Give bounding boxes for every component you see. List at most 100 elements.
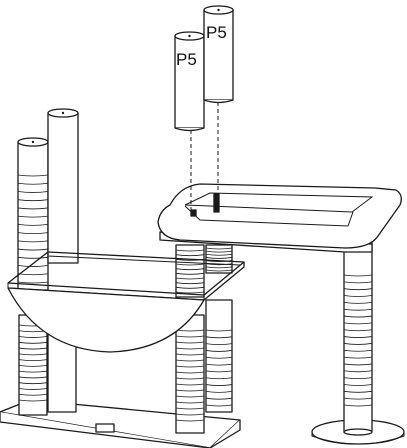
sisal-ring	[17, 223, 49, 226]
sisal-ring	[175, 272, 205, 275]
sisal-ring	[175, 419, 205, 422]
sisal-ring	[175, 395, 205, 398]
sisal-ring	[343, 274, 373, 277]
sisal-ring	[18, 393, 48, 396]
sisal-ring	[175, 282, 205, 285]
sisal-ring	[343, 343, 373, 345]
sisal-ring	[17, 232, 49, 235]
sisal-ring	[343, 377, 373, 380]
sisal-ring	[175, 263, 205, 266]
sisal-ring	[343, 363, 373, 366]
sisal-ring	[205, 269, 233, 272]
sisal-ring	[205, 253, 233, 256]
right-stand-post-sisal	[343, 274, 373, 407]
sisal-ring	[343, 288, 373, 291]
sisal-ring	[205, 404, 233, 407]
sisal-ring	[175, 389, 205, 392]
sisal-ring	[18, 399, 48, 402]
sisal-ring	[175, 277, 205, 280]
left-tall-post	[17, 137, 49, 291]
sisal-ring	[205, 363, 233, 366]
sisal-ring	[175, 365, 205, 368]
sisal-ring	[343, 315, 373, 318]
sisal-ring	[17, 248, 49, 251]
sisal-ring	[17, 174, 49, 177]
sisal-ring	[18, 347, 48, 350]
sisal-ring	[205, 377, 233, 380]
sisal-ring	[205, 250, 233, 253]
sisal-ring	[205, 247, 233, 250]
back-right-post-lower-sisal	[205, 329, 233, 407]
sisal-ring	[175, 335, 205, 338]
sisal-ring	[18, 382, 48, 385]
center-right-post	[205, 244, 233, 274]
center-right-post-sisal	[205, 247, 233, 272]
sisal-ring	[343, 370, 373, 373]
sisal-ring	[175, 353, 205, 356]
sisal-ring	[205, 390, 233, 393]
front-center-post-lower	[175, 314, 205, 434]
left-tall-post-sisal	[17, 174, 49, 284]
sisal-ring	[175, 371, 205, 374]
sisal-ring	[343, 336, 373, 338]
sisal-ring	[343, 390, 373, 393]
sisal-ring	[17, 281, 49, 284]
sisal-ring	[175, 268, 205, 271]
sisal-ring	[343, 384, 373, 386]
sisal-ring	[343, 308, 373, 311]
sisal-ring	[175, 383, 205, 386]
front-left-post-lower	[18, 314, 48, 416]
sisal-ring	[343, 281, 373, 284]
sisal-ring	[175, 254, 205, 257]
back-right-post-lower	[205, 299, 233, 413]
sisal-ring	[17, 256, 49, 259]
sisal-ring	[175, 377, 205, 380]
post-p5-left: P5	[174, 31, 205, 132]
sisal-ring	[205, 350, 233, 352]
sisal-ring	[17, 265, 49, 267]
sisal-ring	[343, 397, 373, 400]
sisal-ring	[205, 329, 233, 332]
sisal-ring	[17, 191, 49, 193]
right-platform	[157, 183, 402, 253]
sisal-ring	[17, 182, 49, 185]
sisal-ring	[18, 364, 48, 367]
sisal-ring	[343, 356, 373, 359]
alignment-guides	[190, 102, 219, 212]
sisal-ring	[343, 301, 373, 304]
sisal-ring	[18, 359, 48, 362]
sisal-ring	[343, 349, 373, 352]
sisal-ring	[343, 295, 373, 297]
hammock-bowl	[7, 287, 205, 353]
sisal-ring	[175, 291, 205, 294]
sisal-ring	[175, 249, 205, 252]
sisal-ring	[18, 341, 48, 344]
sisal-ring	[175, 401, 205, 404]
sisal-ring	[205, 370, 233, 373]
sisal-ring	[205, 257, 233, 259]
sisal-ring	[175, 359, 205, 362]
platform-bolt	[190, 193, 220, 217]
sisal-ring	[343, 404, 373, 407]
sisal-ring	[205, 397, 233, 400]
sisal-ring	[18, 388, 48, 390]
post-p5-right-label: P5	[206, 23, 227, 42]
back-tall-post	[47, 108, 79, 264]
sisal-ring	[205, 356, 233, 359]
sisal-ring	[18, 370, 48, 373]
center-front-post	[175, 244, 205, 298]
sisal-ring	[175, 413, 205, 416]
post-p5-left-label: P5	[176, 50, 197, 69]
sisal-ring	[205, 266, 233, 269]
sisal-ring	[175, 407, 205, 410]
sisal-ring	[205, 343, 233, 346]
sisal-ring	[17, 215, 49, 218]
sisal-ring	[205, 384, 233, 386]
center-front-post-sisal	[175, 249, 205, 294]
sisal-ring	[18, 336, 48, 338]
sisal-ring	[17, 207, 49, 210]
sisal-ring	[343, 329, 373, 332]
sisal-ring	[17, 199, 49, 202]
